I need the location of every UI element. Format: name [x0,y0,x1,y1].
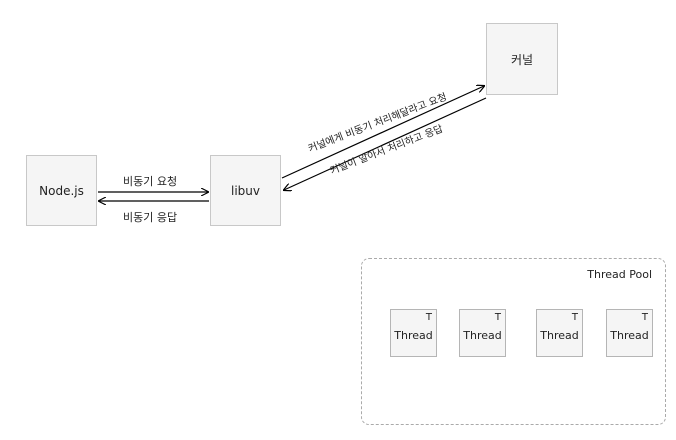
thread-pool-container: Thread Pool [361,258,666,425]
thread-pool-label: Thread Pool [587,268,652,281]
node-js-box: Node.js [26,155,97,226]
thread-box: T Thread [390,309,437,357]
node-js-label: Node.js [39,183,84,198]
kernel-box: 커널 [486,23,558,95]
thread-badge: T [494,312,501,323]
arrow-kernel-to-libuv [284,97,487,190]
libuv-box: libuv [210,155,281,226]
thread-box: T Thread [536,309,583,357]
libuv-label: libuv [231,183,260,198]
thread-badge: T [425,312,432,323]
thread-box: T Thread [606,309,653,357]
thread-badge: T [571,312,578,323]
thread-label: Thread [394,329,433,342]
arrow-libuv-to-kernel [281,86,484,179]
async-response-label: 비동기 응답 [123,211,178,224]
thread-label: Thread [463,329,502,342]
thread-label: Thread [610,329,649,342]
kernel-label: 커널 [510,52,534,67]
thread-badge: T [641,312,648,323]
async-request-label: 비동기 요청 [123,175,178,188]
thread-box: T Thread [459,309,506,357]
thread-label: Thread [540,329,579,342]
